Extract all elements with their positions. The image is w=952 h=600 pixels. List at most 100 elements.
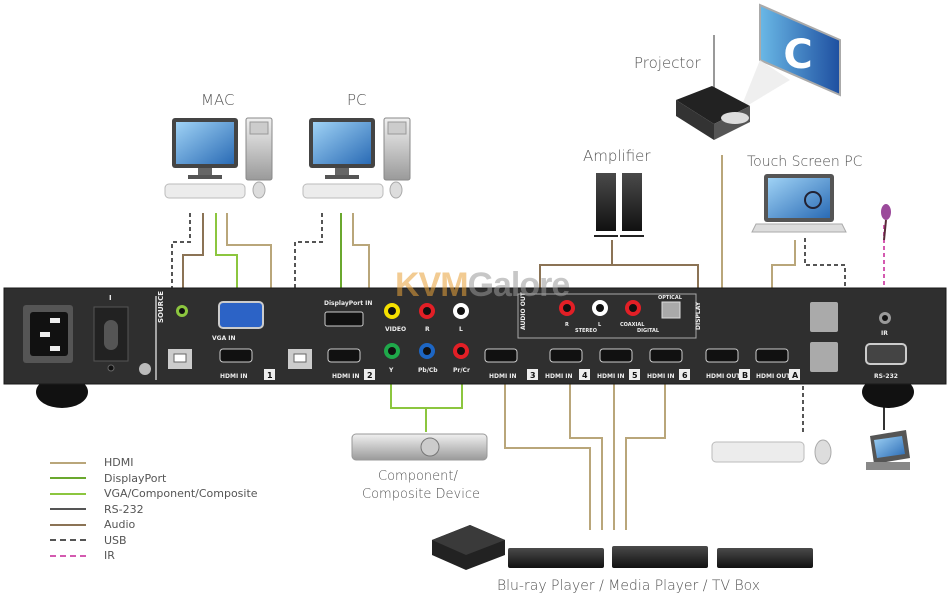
projector-label: Projector bbox=[634, 54, 701, 72]
legend-label: USB bbox=[104, 533, 127, 547]
usb-keyboard-icon bbox=[711, 441, 805, 463]
legend-item-hdmi: HDMI bbox=[50, 455, 258, 471]
pr-cr-label: Pr/Cr bbox=[453, 367, 470, 374]
hdmi-in-port-2 bbox=[327, 348, 361, 363]
hdmi-in-port-4 bbox=[549, 348, 583, 363]
legend-item-ir: IR bbox=[50, 548, 258, 564]
audio-cable-mac bbox=[182, 213, 204, 300]
touch-screen-laptop-icon bbox=[751, 174, 847, 233]
hdmi-cable-player2 bbox=[569, 380, 603, 530]
legend-swatch bbox=[50, 554, 86, 557]
optical-label: OPTICAL bbox=[658, 295, 683, 301]
watermark-kvm: KVM bbox=[395, 266, 469, 304]
kvm-rear-panel: I SOURCE VGA IN HDMI IN DisplayPort IN H… bbox=[3, 287, 947, 408]
hdmi-in-4-label: HDMI IN bbox=[545, 373, 573, 380]
port-number-1: 1 bbox=[267, 371, 273, 380]
projector-icon bbox=[676, 35, 750, 140]
amplifier-speakers-icon bbox=[594, 173, 644, 237]
legend-item-audio: Audio bbox=[50, 517, 258, 533]
port-number-6: 6 bbox=[682, 371, 688, 380]
screen-letter: C bbox=[783, 32, 812, 78]
hdmi-out-a-label: HDMI OUT bbox=[756, 373, 791, 380]
pc-computer-icon bbox=[302, 117, 411, 199]
optical-port bbox=[661, 301, 681, 319]
usb-mouse-icon bbox=[814, 439, 832, 465]
hdmi-out-b-label: HDMI OUT bbox=[706, 373, 741, 380]
ir-receiver-icon bbox=[881, 204, 891, 241]
hdmi-in-port-6 bbox=[649, 348, 683, 363]
coaxial-label: COAXIAL bbox=[620, 322, 645, 328]
displayport-in-port bbox=[324, 311, 364, 327]
hdmi-cable-player1 bbox=[504, 380, 591, 530]
bluray-player-icon-1 bbox=[508, 548, 604, 568]
media-box-icon bbox=[432, 525, 505, 570]
hdmi-in-port-5 bbox=[599, 348, 633, 363]
port-number-5: 5 bbox=[632, 371, 638, 380]
video-label: VIDEO bbox=[385, 326, 406, 333]
output-letter-a: A bbox=[792, 371, 799, 380]
ground-screw bbox=[139, 363, 151, 375]
stereo-label: STEREO bbox=[575, 328, 597, 334]
hdmi-out-port-b bbox=[705, 348, 739, 363]
digital-label: DIGITAL bbox=[637, 328, 660, 334]
legend-item-displayport: DisplayPort bbox=[50, 471, 258, 487]
legend-swatch bbox=[50, 461, 86, 464]
vga-in-label: VGA IN bbox=[212, 335, 236, 342]
source-label: SOURCE bbox=[157, 291, 165, 323]
output-letter-b: B bbox=[742, 371, 748, 380]
pb-cb-label: Pb/Cb bbox=[418, 367, 438, 374]
vga-cable-mac bbox=[215, 213, 238, 300]
port-number-2: 2 bbox=[367, 371, 373, 380]
l-label: L bbox=[459, 326, 463, 333]
audio-out-r-label: R bbox=[565, 322, 569, 328]
watermark: KVMGalore bbox=[395, 266, 571, 305]
display-label: DISPLAY bbox=[695, 301, 702, 330]
legend-label: IR bbox=[104, 549, 115, 563]
amplifier-label: Amplifier bbox=[583, 147, 651, 165]
legend-item-usb: USB bbox=[50, 533, 258, 549]
usb-a-ports-top bbox=[810, 302, 838, 332]
bluray-player-icon-3 bbox=[717, 548, 813, 568]
hdmi-in-1-label: HDMI IN bbox=[220, 373, 248, 380]
usb-cable-mac bbox=[171, 213, 191, 290]
legend-swatch bbox=[50, 523, 86, 526]
legend-swatch bbox=[50, 477, 86, 480]
hdmi-cable-player4 bbox=[625, 380, 666, 530]
hdmi-in-3-label: HDMI IN bbox=[489, 373, 517, 380]
pc-label: PC bbox=[347, 91, 367, 109]
audio-out-l-label: L bbox=[598, 322, 602, 328]
hdmi-in-2-label: HDMI IN bbox=[332, 373, 360, 380]
mac-computer-icon bbox=[164, 117, 273, 199]
legend-label: Audio bbox=[104, 518, 136, 532]
displayport-in-label: DisplayPort IN bbox=[324, 300, 372, 307]
legend-item-vga: VGA/Component/Composite bbox=[50, 486, 258, 502]
audio-cable-amp bbox=[539, 240, 699, 290]
audio-out-label: AUDIO OUT bbox=[520, 291, 527, 330]
legend-label: DisplayPort bbox=[104, 471, 167, 485]
y-label: Y bbox=[388, 367, 394, 374]
port-badges: 1 2 3 4 5 6 B A bbox=[264, 369, 800, 380]
rs232-port bbox=[865, 343, 907, 365]
legend-label: HDMI bbox=[104, 456, 134, 470]
component-device-label-2: Composite Device bbox=[362, 487, 480, 502]
component-device-label-1: Component/ bbox=[378, 469, 458, 484]
component-cable bbox=[390, 380, 463, 432]
power-on-mark: I bbox=[109, 294, 112, 302]
rs232-terminal-icon bbox=[866, 430, 910, 470]
hdmi-in-5-label: HDMI IN bbox=[597, 373, 625, 380]
port-number-4: 4 bbox=[582, 371, 588, 380]
legend: HDMI DisplayPort VGA/Component/Composite… bbox=[50, 455, 258, 564]
hdmi-in-port-1 bbox=[219, 348, 253, 363]
bluray-player-icon-2 bbox=[612, 546, 708, 568]
hdmi-in-6-label: HDMI IN bbox=[647, 373, 675, 380]
port-number-3: 3 bbox=[530, 371, 536, 380]
rs232-label: RS-232 bbox=[874, 373, 898, 380]
touch-screen-pc-label: Touch Screen PC bbox=[747, 154, 863, 170]
watermark-galore: Galore bbox=[467, 266, 571, 304]
hdmi-in-port-3 bbox=[484, 348, 518, 363]
players-label: Blu-ray Player / Media Player / TV Box bbox=[497, 578, 761, 594]
vga-in-port bbox=[218, 301, 264, 329]
component-device-icon bbox=[351, 433, 488, 461]
mac-label: MAC bbox=[201, 91, 235, 109]
